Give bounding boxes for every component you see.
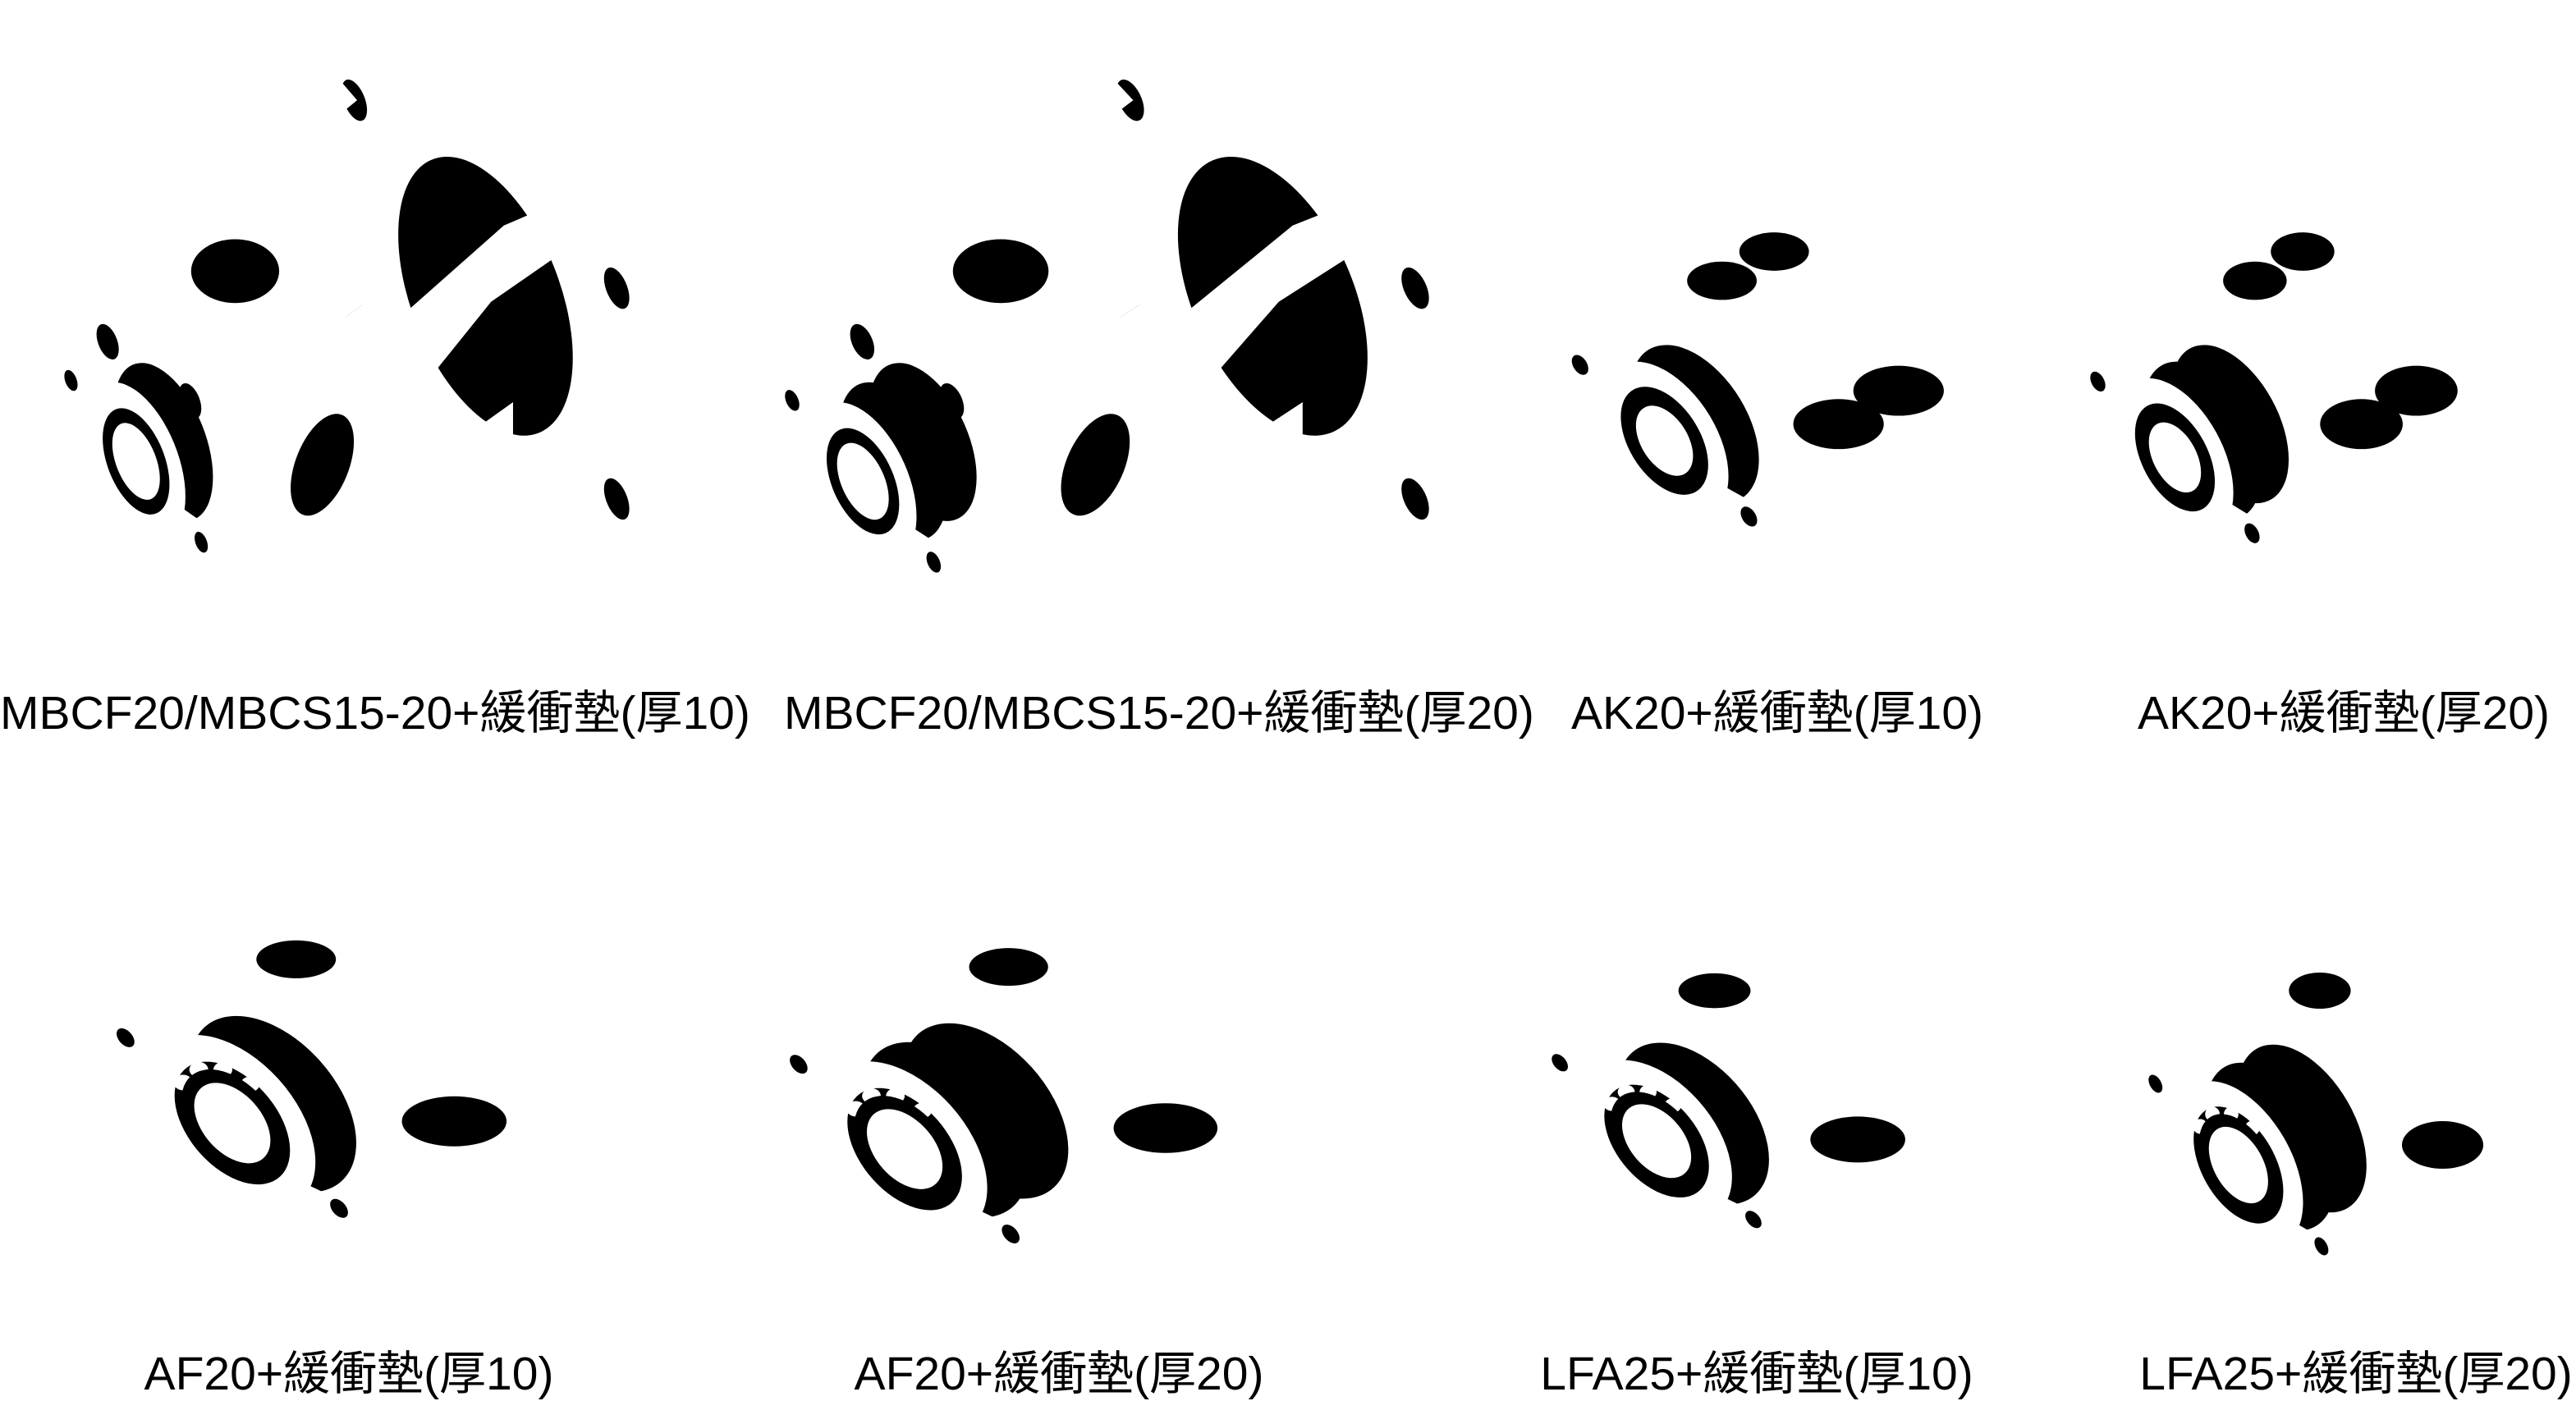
figure-ak20-pad10: AK20+緩衝墊(厚10): [1525, 115, 2075, 739]
lfa-support-block-thin-pad-drawing: [1498, 882, 2015, 1325]
figure-caption: AK20+緩衝墊(厚20): [2137, 687, 2551, 739]
ak-support-block-thin-pad-drawing: [1525, 115, 2075, 657]
figure-af20-pad10: AF20+緩衝墊(厚10): [57, 841, 628, 1399]
figure-lfa25-pad10: LFA25+緩衝墊(厚10): [1498, 882, 2015, 1399]
figure-caption: LFA25+緩衝墊(厚10): [1540, 1348, 1973, 1400]
figure-caption: AF20+緩衝墊(厚20): [854, 1348, 1264, 1400]
ak-support-block-thick-pad-drawing: [2075, 115, 2576, 657]
figure-mbcf-pad10: MBCF20/MBCS15-20+緩衝墊(厚10): [0, 0, 750, 739]
figure-af20-pad20: AF20+緩衝墊(厚20): [772, 849, 1338, 1399]
mbcf-flange-bracket-thick-pad-drawing: [768, 0, 1490, 661]
af-support-block-thick-pad-drawing: [772, 849, 1338, 1330]
figure-lfa25-pad20: LFA25+緩衝墊(厚20): [2134, 878, 2576, 1399]
lfa-support-block-thick-pad-drawing: [2134, 878, 2576, 1338]
figure-caption: MBCF20/MBCS15-20+緩衝墊(厚20): [784, 687, 1534, 739]
figure-caption: AF20+緩衝墊(厚10): [144, 1348, 554, 1400]
figure-caption: AK20+緩衝墊(厚10): [1570, 687, 1984, 739]
af-support-block-thin-pad-drawing: [57, 841, 628, 1324]
figure-ak20-pad20: AK20+緩衝墊(厚20): [2075, 115, 2576, 739]
figure-caption: LFA25+緩衝墊(厚20): [2139, 1348, 2573, 1400]
figure-caption: MBCF20/MBCS15-20+緩衝墊(厚10): [0, 687, 750, 739]
figure-mbcf-pad20: MBCF20/MBCS15-20+緩衝墊(厚20): [768, 0, 1534, 739]
mbcf-flange-bracket-thin-pad-drawing: [21, 0, 685, 661]
